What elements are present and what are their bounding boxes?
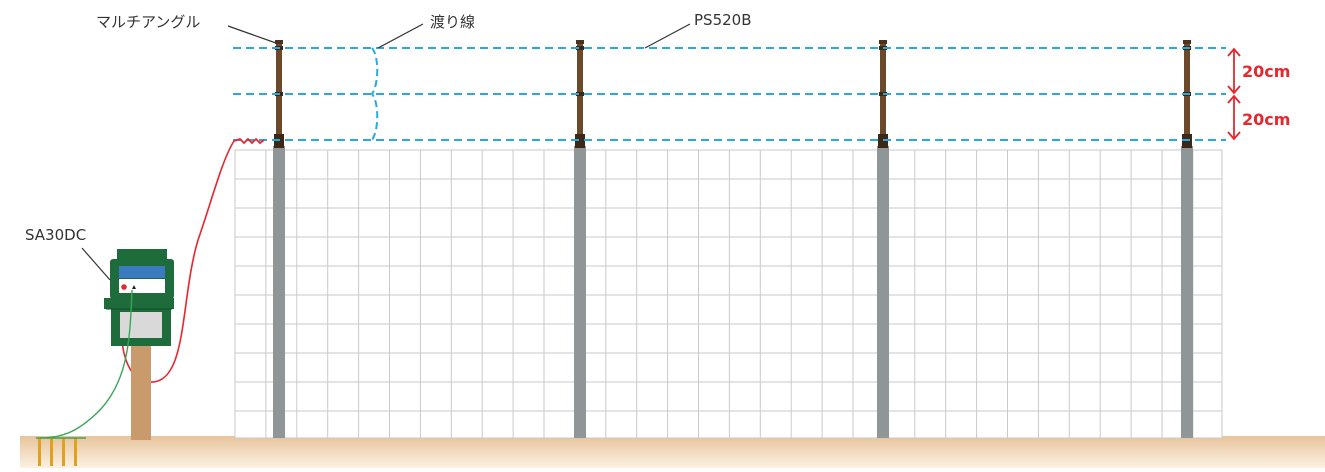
energizer-label: SA30DC [25, 226, 87, 244]
post-cap [576, 40, 584, 44]
leader-connecting-wire [377, 23, 424, 49]
ground-rod [74, 438, 77, 466]
wire-product-label: PS520B [694, 11, 752, 29]
steel-post [574, 146, 586, 438]
ground-rod [38, 438, 41, 466]
ground-rods [36, 437, 86, 466]
mesh-panel [234, 149, 1223, 439]
energizer-unit [104, 249, 174, 346]
ground-rod [50, 438, 53, 466]
fence-post [574, 40, 586, 438]
dimension-arrows [1227, 47, 1241, 141]
post-clamp [575, 134, 585, 148]
electric-wires [233, 47, 1226, 141]
connecting-wire-label: 渡り線 [430, 13, 476, 31]
fence-posts [273, 40, 1193, 438]
wire-connector-zigzag [233, 137, 265, 145]
steel-post [273, 146, 285, 438]
energizer-stake [131, 342, 151, 440]
earth-lead-wire [39, 289, 133, 439]
post-cap [1183, 40, 1191, 44]
insulator-clip [576, 92, 584, 96]
upper-spacing-label: 20cm [1242, 62, 1291, 81]
leader-multi-angle [227, 25, 277, 44]
fence-post [1181, 40, 1193, 438]
lower-spacing-label: 20cm [1242, 110, 1291, 129]
steel-post [1181, 146, 1193, 438]
leader-wire-product [644, 23, 691, 49]
hot-lead-wire [120, 140, 235, 383]
insulator-clip [576, 46, 584, 50]
ground [20, 436, 1325, 468]
steel-post [877, 146, 889, 438]
multi-angle-label: マルチアングル [96, 13, 201, 31]
fence-post [273, 40, 285, 438]
leader-energizer [81, 247, 111, 281]
post-cap [879, 40, 887, 44]
wire-mesh-fence [234, 149, 1223, 439]
post-cap [275, 40, 283, 44]
fence-post [877, 40, 889, 438]
connecting-wire [370, 47, 379, 141]
ground-rod [62, 438, 65, 466]
